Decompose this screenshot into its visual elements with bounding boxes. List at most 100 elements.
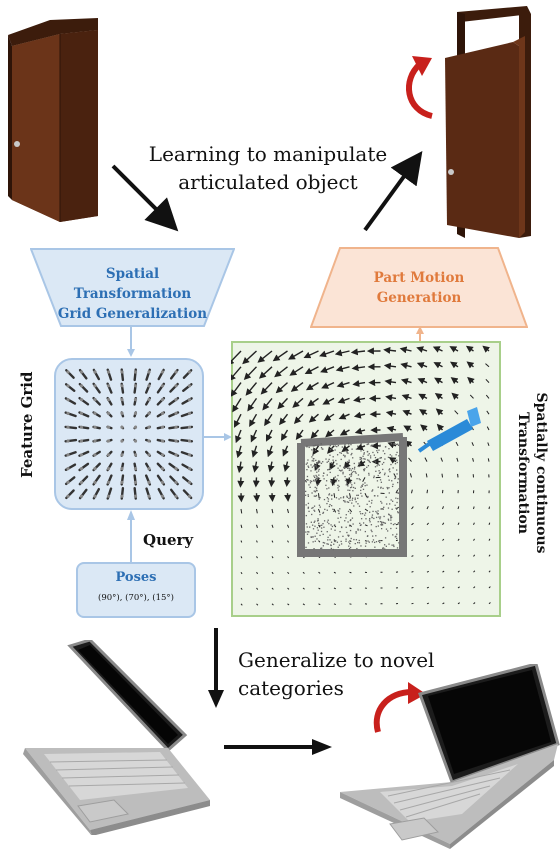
feature-grid-dot	[79, 480, 84, 484]
vector-field-arrow	[266, 445, 274, 458]
feature-grid-dot	[120, 467, 124, 471]
feature-grid-dot	[160, 398, 165, 402]
vector-field-arrow	[240, 603, 243, 606]
feature-grid-dot	[93, 425, 97, 429]
vector-field-arrow	[256, 508, 258, 514]
vector-field-arrow	[411, 506, 414, 510]
feature-grid-dot	[79, 494, 84, 498]
vector-field-arrow	[334, 349, 350, 357]
vector-field-arrow	[465, 345, 474, 353]
feature-grid-dots	[64, 368, 194, 500]
vector-field-arrow	[250, 429, 258, 443]
vector-field-arrow	[318, 508, 321, 513]
spatially-continuous-label: Spatially continuous Transformation	[514, 383, 550, 563]
vector-field-arrow	[386, 425, 397, 433]
vector-field-arrow	[349, 603, 352, 605]
vector-field-arrow	[457, 538, 460, 541]
feature-grid-dot	[187, 480, 192, 484]
vector-field-arrow	[442, 602, 445, 605]
vector-field-arrow	[282, 445, 289, 457]
feature-grid-dot	[147, 370, 151, 374]
feature-grid-dot	[120, 480, 124, 484]
vector-field-arrow	[457, 602, 460, 605]
vector-field-arrow	[425, 473, 428, 478]
vector-field-arrow	[345, 477, 353, 486]
vector-field-arrow	[482, 345, 490, 353]
feature-grid-dot	[147, 494, 151, 498]
feature-grid-dot	[174, 494, 178, 498]
part-motion-line2: Generation	[376, 290, 462, 306]
vector-field-arrow	[455, 441, 459, 447]
feature-grid-dot	[93, 494, 97, 498]
feature-grid-dot	[79, 370, 84, 374]
spatial-transformation-label: Spatial Transformation Grid Generalizati…	[45, 264, 220, 324]
vector-field-arrow	[411, 586, 414, 589]
arrow-door-to-spatial-box	[111, 164, 179, 232]
vector-field-arrow	[424, 457, 428, 462]
vector-field-arrow	[289, 366, 304, 376]
feature-grid-dot	[147, 480, 151, 484]
connector-grid-to-field	[204, 433, 232, 441]
vector-field-arrow	[385, 410, 397, 417]
feature-grid-dot	[93, 370, 97, 374]
vector-field-arrow	[351, 364, 366, 372]
vector-field-arrow	[434, 393, 443, 400]
arrow-part-motion-to-open-door	[363, 151, 423, 232]
vector-field-arrow	[486, 426, 490, 431]
feature-grid-dot	[120, 370, 124, 374]
feature-grid-dot	[147, 384, 151, 388]
arrow-right-laptops	[224, 739, 332, 755]
vector-field-arrow	[449, 361, 459, 369]
feature-grid-dot	[106, 411, 111, 415]
vector-field-arrow	[442, 506, 444, 510]
vector-field-arrow	[402, 409, 412, 417]
vector-field-arrow	[287, 508, 289, 514]
feature-grid-dot	[160, 480, 165, 484]
vector-field-arrow	[325, 429, 335, 438]
vector-field-arrow	[485, 363, 490, 368]
feature-grid-dot	[79, 425, 84, 429]
vector-field-arrow	[472, 458, 474, 462]
vector-field-arrow	[257, 350, 273, 363]
vector-field-arrow	[333, 493, 336, 498]
vector-field-arrow	[252, 461, 260, 473]
vector-field-arrow	[426, 489, 429, 494]
feature-grid-dot	[160, 425, 165, 429]
vector-field-arrow	[411, 522, 414, 526]
vector-field-arrow	[293, 413, 304, 425]
vector-field-arrow	[400, 378, 412, 385]
vector-field-arrow	[364, 524, 368, 527]
feature-grid-dot	[160, 370, 165, 374]
vector-field-arrow	[310, 429, 320, 439]
vector-field-arrow	[319, 350, 335, 358]
vector-field-arrow	[419, 409, 428, 416]
vector-field-arrow	[469, 394, 474, 399]
vector-field-arrow	[408, 457, 412, 462]
feature-grid-dot	[160, 411, 165, 415]
closed-door-image	[8, 18, 98, 222]
feature-grid-dot	[174, 384, 178, 388]
poses-values: (90°), (70°), (15°)	[98, 593, 174, 603]
feature-grid-dot	[160, 453, 165, 457]
vector-field-arrow	[264, 413, 273, 427]
vector-field-arrow	[302, 571, 305, 574]
vector-field-arrow	[456, 457, 459, 462]
vector-field-arrow	[256, 571, 259, 575]
vector-field-arrow	[442, 570, 445, 573]
vector-field-arrow	[426, 522, 429, 526]
vector-field-arrow	[432, 346, 443, 353]
vector-field-arrow	[256, 603, 259, 606]
vector-field-arrow	[473, 602, 476, 605]
vector-field-arrow	[349, 571, 352, 574]
feature-grid-dot	[93, 384, 97, 388]
connector-field-to-part-motion	[416, 326, 424, 342]
part-motion-box	[310, 247, 528, 328]
feature-grid-dot	[66, 398, 70, 402]
vector-field-arrow	[434, 377, 443, 385]
poses-title: Poses	[115, 570, 157, 585]
vector-field-arrow	[271, 524, 274, 528]
feature-grid-dot	[187, 439, 192, 443]
vector-field-arrow	[236, 461, 244, 474]
feature-grid-dot	[93, 439, 97, 443]
top-caption-line2: articulated object	[178, 170, 358, 194]
